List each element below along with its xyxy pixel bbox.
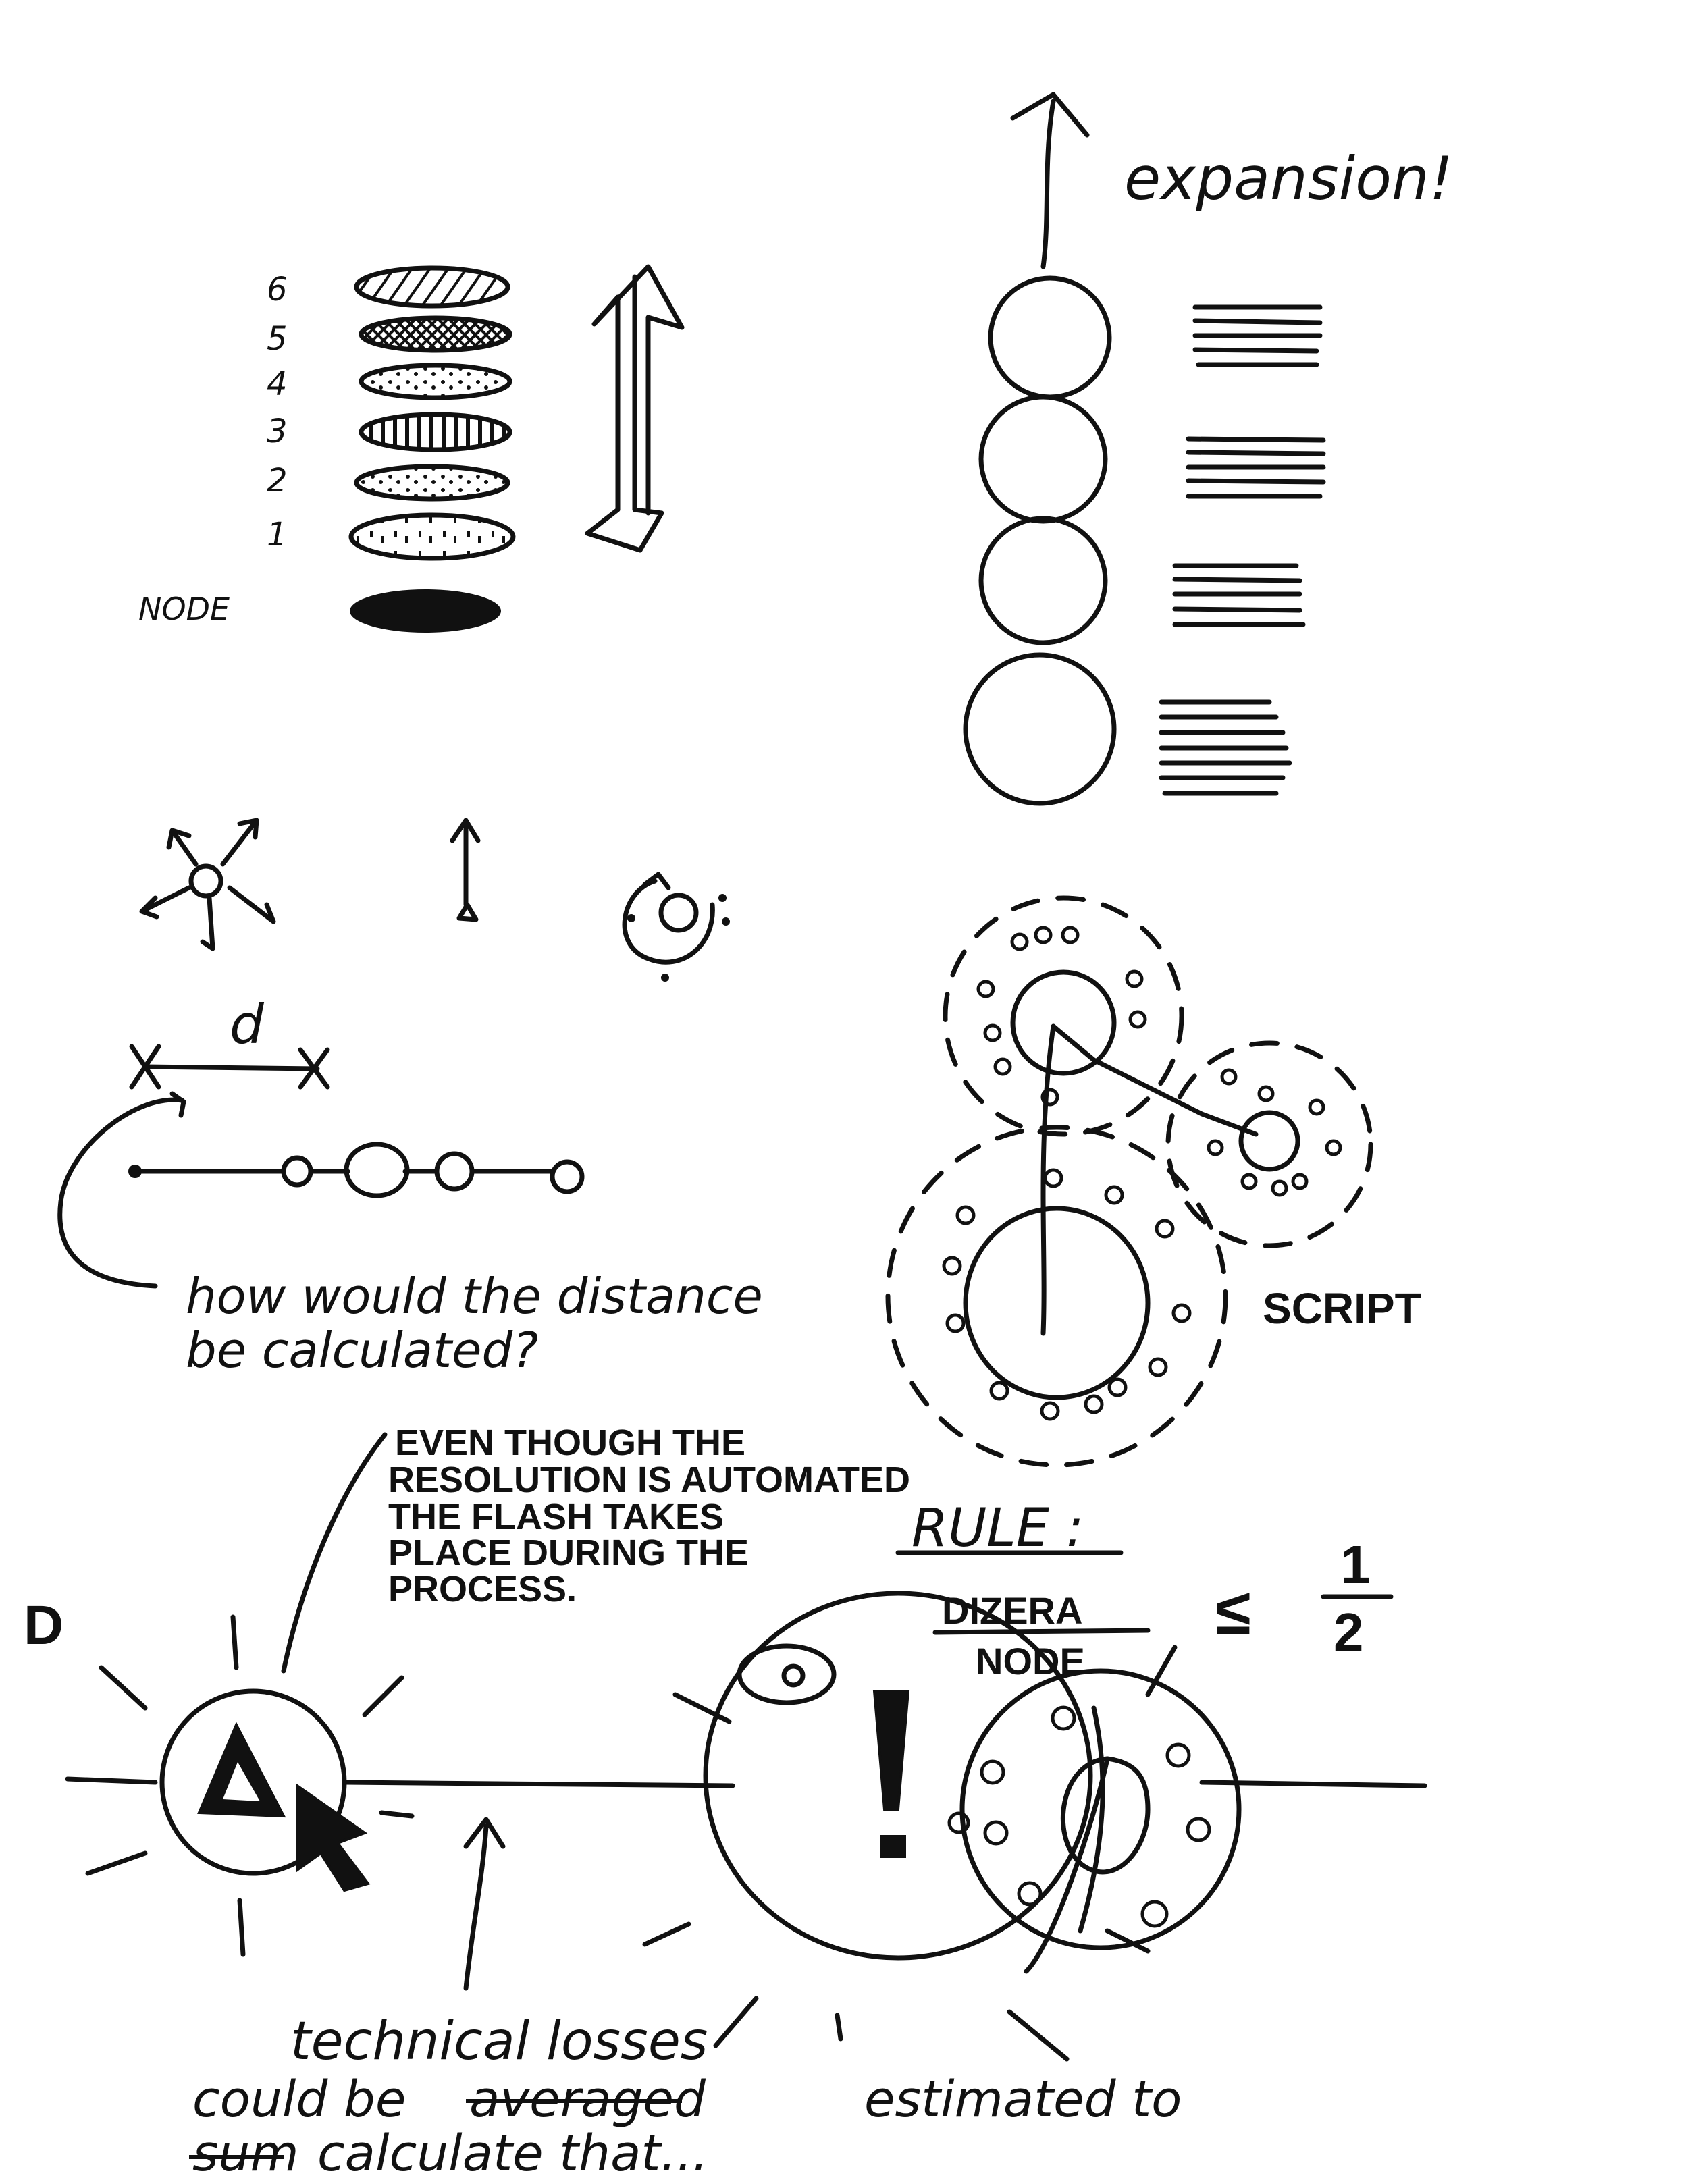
expansion-circle-3 [978,516,1108,645]
cluster-link-line [1040,1023,1259,1336]
rotation-node-icon [622,872,730,982]
expansion-circle-4 [963,652,1117,806]
node-shape [350,589,501,633]
chain-node-3 [434,1151,475,1192]
expansion-label: expansion! [1124,144,1453,213]
cluster-outer-3 [885,1125,1228,1468]
losses-pointer-arrow [463,1817,506,1991]
losses-line2-b: estimated to [864,2071,1182,2129]
layer-2-shape [354,464,510,502]
d-marker: D [24,1595,63,1656]
note-line2: RESOLUTION IS AUTOMATED [388,1460,910,1500]
losses-line3: calculate that... [317,2125,708,2183]
layer-label-6: 6 [267,271,288,309]
line-stack-1 [1192,304,1323,367]
distance-question-line1: how would the distance [186,1268,763,1325]
layer-4-shape [359,363,512,400]
layer-3-shape [359,412,512,452]
expansion-arrow-icon [1010,92,1090,269]
rule-title: RULE : [912,1498,1084,1559]
double-arrow-icon [585,264,685,553]
losses-line3-struck: sum [192,2125,299,2183]
expansion-circle-2 [978,394,1108,524]
rule-fraction-bottom: 2 [1334,1602,1364,1662]
flash-note: EVEN THOUGH THE RESOLUTION IS AUTOMATED … [281,1422,910,1674]
layer-label-2: 2 [267,462,288,500]
layer-5-shape [359,315,512,353]
layer-label-3: 3 [267,412,288,450]
chain-node-2 [344,1142,410,1198]
line-stack-4 [1159,699,1292,796]
chain-node-1 [281,1155,313,1188]
expansion-group: expansion! [963,92,1453,806]
layer-label-5: 5 [267,320,288,358]
cluster-inner-2 [1238,1110,1300,1172]
rule-operator: ≤ [1215,1576,1251,1648]
radiating-node-icon [139,818,276,951]
losses-text: technical losses could be averaged estim… [189,2011,1182,2183]
distance-symbol: d [230,993,265,1056]
node-label: NODE [138,591,230,627]
cluster-inner-3 [963,1206,1151,1400]
layer-1-shape [348,512,516,561]
losses-line2-a: could be [192,2071,406,2129]
script-label: SCRIPT [1263,1284,1421,1333]
rule-group: RULE : DIZERA NODE ≤ 1 2 [895,1498,1394,1682]
layer-label-4: 4 [267,365,288,403]
rule-numerator: DIZERA [942,1589,1082,1632]
flash-node [65,1614,735,1957]
layer-stack: 6 5 4 3 2 1 NODE [138,264,685,633]
note-line4: PLACE DURING THE [388,1533,749,1573]
chain-node-4 [550,1159,585,1194]
losses-line1: technical losses [290,2011,708,2072]
movement-icons [139,818,730,982]
line-stack-2 [1186,436,1326,499]
single-arrow-node-icon [450,818,481,922]
note-line5: PROCESS. [388,1569,577,1609]
line-stack-3 [1172,563,1306,627]
rule-fraction-top: 1 [1340,1535,1371,1595]
cluster-outer-2 [1165,1040,1373,1248]
expansion-circle-1 [988,275,1112,400]
note-line1: EVEN THOUGH THE [395,1422,745,1463]
cluster-electrons [942,926,1342,1421]
distance-group: d how would the distance be calculated? [57,993,763,1379]
layer-6-shape [354,265,510,309]
cluster-inner-1 [1010,969,1117,1076]
curved-pointer-arrow [57,1097,185,1289]
script-cluster: SCRIPT [885,895,1421,1468]
cluster-outer-1 [943,895,1184,1137]
note-line3: THE FLASH TAKES [388,1497,724,1537]
layer-label-1: 1 [267,516,288,554]
conflict-group [642,1591,1427,2062]
distance-question-line2: be calculated? [186,1322,538,1379]
